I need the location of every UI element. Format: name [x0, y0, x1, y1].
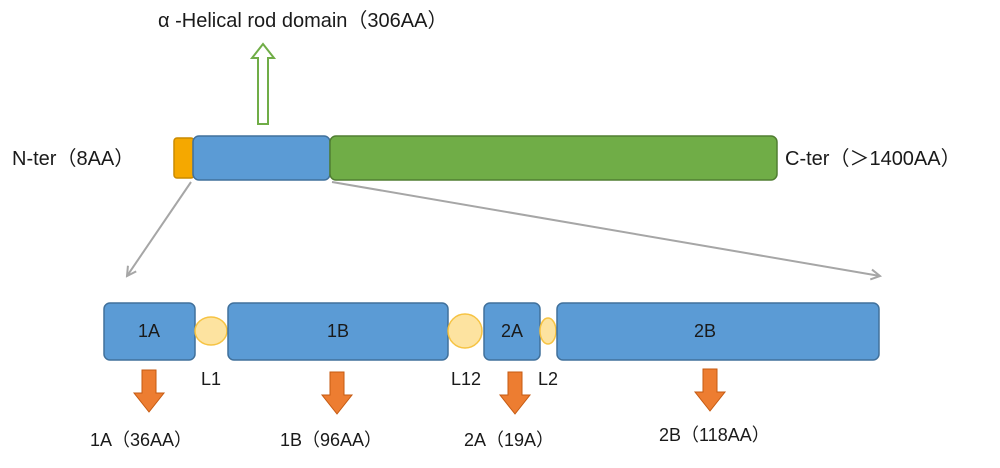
length-1a-label: 1A（36AA） [90, 430, 192, 450]
linker-l1-label: L1 [201, 369, 221, 389]
linker-l12-label: L12 [451, 369, 481, 389]
n-terminal-segment [173, 137, 195, 179]
down-arrow-1a-icon [132, 369, 166, 413]
segment-1b-label: 1B [327, 321, 349, 341]
linker-l2-label: L2 [538, 369, 558, 389]
linker-l12-shape [447, 313, 483, 349]
down-arrow-2b-icon [693, 368, 727, 412]
zoom-line-right [331, 181, 880, 276]
rod-domain-title: α -Helical rod domain（306AA） [158, 9, 447, 32]
n-terminal-label: N-ter（8AA） [12, 147, 134, 170]
segment-2b-label: 2B [694, 321, 716, 341]
segment-2a-label: 2A [501, 321, 523, 341]
up-arrow-icon [249, 42, 277, 125]
c-terminal-label: C-ter（＞1400AA） [785, 147, 961, 170]
down-arrow-1b-icon [320, 371, 354, 415]
length-1b-label: 1B（96AA） [280, 430, 382, 450]
linker-l2-shape [539, 317, 557, 345]
down-arrow-2a-icon [498, 371, 532, 415]
segment-2b-box [556, 302, 880, 361]
segment-1a-label: 1A [138, 321, 160, 341]
length-2a-label: 2A（19A） [464, 430, 554, 450]
c-terminal-segment [329, 135, 778, 181]
linker-l1-shape [194, 316, 228, 346]
zoom-line-left [127, 181, 192, 276]
length-2b-label: 2B（118AA） [659, 425, 770, 445]
rod-domain-segment [192, 135, 331, 181]
